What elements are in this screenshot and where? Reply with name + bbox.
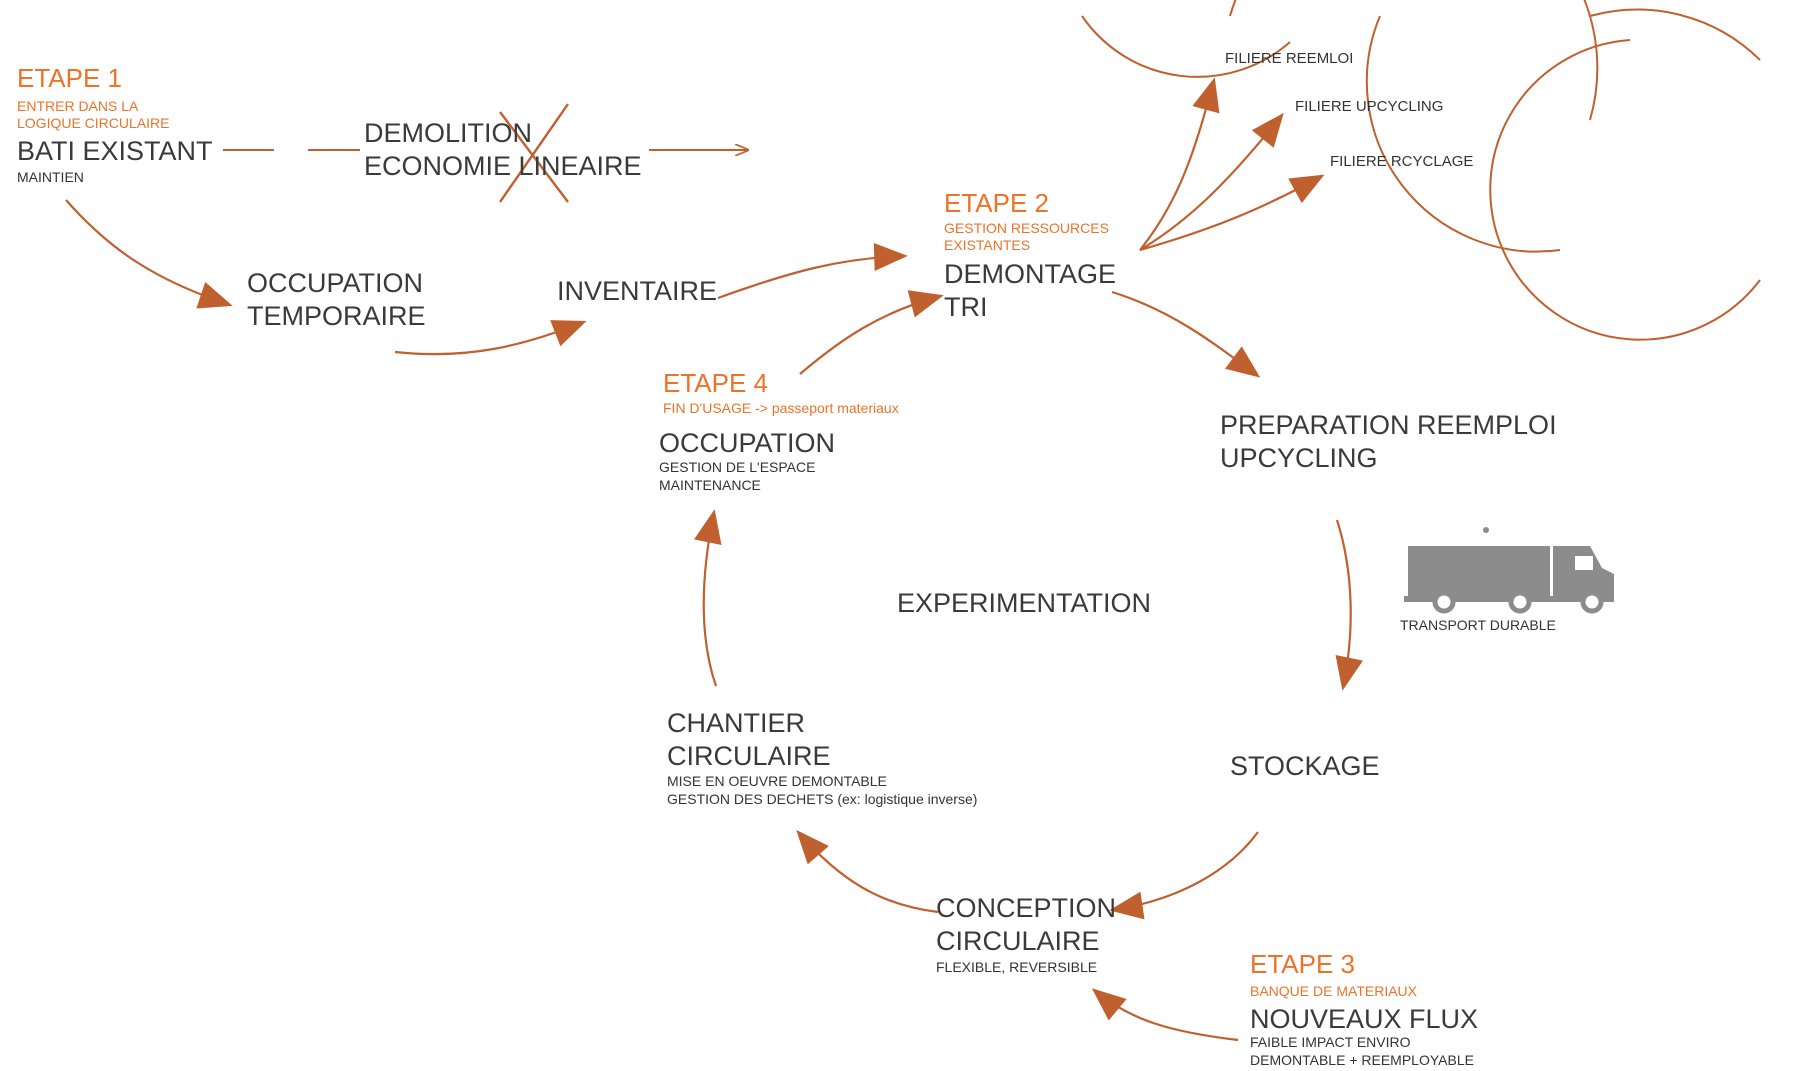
deco-circle-4 — [1489, 39, 1761, 341]
stockage-label: STOCKAGE — [1230, 751, 1380, 781]
arrow-demontage-to-upcycling — [1139, 112, 1284, 251]
cross-mark-icon — [499, 103, 569, 203]
occupation-temporaire-line1: OCCUPATION — [247, 268, 424, 298]
conception-line1: CONCEPTION — [936, 893, 1117, 923]
etape3-details: FAIBLE IMPACT ENVIRO DEMONTABLE + REEMPL… — [1250, 1033, 1474, 1069]
demolition-line2: ECONOMIE LINEAIRE — [364, 150, 642, 181]
truck-icon — [1404, 527, 1614, 614]
tri-line: TRI — [944, 291, 988, 322]
demontage-line: DEMONTAGE — [944, 259, 1117, 289]
arrow-etape4-to-demontage — [799, 290, 944, 375]
chantier-circulaire-label: CHANTIER CIRCULAIRE — [667, 707, 831, 773]
occupation-detail2: MAINTENANCE — [659, 477, 761, 494]
etape4-subtitle: FIN D'USAGE -> passeport materiaux — [663, 400, 899, 416]
conception-detail: FLEXIBLE, REVERSIBLE — [936, 959, 1098, 975]
preparation-line1: PREPARATION REEMPLOI — [1220, 410, 1557, 440]
etape2-title: ETAPE 2 — [944, 188, 1050, 218]
deco-circle-3 — [1365, 15, 1561, 253]
chantier-detail1: MISE EN OEUVRE DEMONTABLE — [667, 773, 887, 789]
filiere-upcycling-label: FILIERE UPCYCLING — [1295, 98, 1444, 115]
nouveaux-flux-label: NOUVEAUX FLUX — [1250, 1004, 1479, 1034]
maintien-label: MAINTIEN — [17, 169, 84, 185]
arrow-preparation-to-stockage — [1335, 519, 1363, 691]
preparation-line2: UPCYCLING — [1220, 442, 1378, 473]
etape3-title: ETAPE 3 — [1250, 949, 1356, 979]
arrow-stockage-to-conception — [1109, 831, 1259, 920]
preparation-label: PREPARATION REEMPLOI UPCYCLING — [1220, 409, 1557, 475]
etape2-subtitle-line2: EXISTANTES — [944, 237, 1031, 254]
occupation-temporaire-line2: TEMPORAIRE — [247, 300, 426, 331]
occupation-details: GESTION DE L'ESPACE MAINTENANCE — [659, 458, 815, 494]
filiere-recyclage-label: FILIERE RCYCLAGE — [1330, 153, 1474, 170]
experimentation-label: EXPERIMENTATION — [897, 588, 1152, 618]
arrow-demontage-to-recyclage — [1139, 174, 1325, 252]
etape3-detail1: FAIBLE IMPACT ENVIRO — [1250, 1034, 1411, 1050]
occupation-detail1: GESTION DE L'ESPACE — [659, 459, 816, 475]
chantier-details: MISE EN OEUVRE DEMONTABLE GESTION DES DE… — [667, 772, 977, 808]
arrow-conception-to-chantier — [796, 829, 939, 914]
arrow-inventaire-to-demontage — [717, 242, 908, 300]
etape1-subtitle: ENTRER DANS LA LOGIQUE CIRCULAIRE — [17, 98, 169, 132]
occupation-temporaire-label: OCCUPATION TEMPORAIRE — [247, 267, 426, 333]
etape1-subtitle-line1: ENTRER DANS LA — [17, 98, 139, 114]
arrow-occupation-to-inventaire — [394, 320, 587, 356]
deco-circle-2 — [1229, 0, 1599, 121]
arrow-chantier-to-occupation — [694, 509, 722, 687]
etape4-title: ETAPE 4 — [663, 368, 769, 398]
etape1-title: ETAPE 1 — [17, 63, 123, 93]
deco-circle-1 — [1081, 15, 1291, 78]
bati-existant-label: BATI EXISTANT — [17, 136, 213, 166]
chantier-line2: CIRCULAIRE — [667, 740, 831, 771]
etape3-subtitle: BANQUE DE MATERIAUX — [1250, 983, 1417, 999]
etape3-detail2: DEMONTABLE + REEMPLOYABLE — [1250, 1052, 1474, 1069]
etape2-subtitle-line1: GESTION RESSOURCES — [944, 220, 1109, 236]
chantier-line1: CHANTIER — [667, 708, 806, 738]
etape1-subtitle-line2: LOGIQUE CIRCULAIRE — [17, 115, 170, 132]
arrow-demontage-to-preparation — [1111, 290, 1261, 378]
arrow-demontage-to-reemploi — [1139, 77, 1220, 251]
conception-line2: CIRCULAIRE — [936, 925, 1100, 956]
etape2-subtitle: GESTION RESSOURCES EXISTANTES — [944, 220, 1109, 254]
transport-durable-label: TRANSPORT DURABLE — [1400, 617, 1556, 633]
conception-circulaire-label: CONCEPTION CIRCULAIRE — [936, 892, 1116, 958]
demolition-line1: DEMOLITION — [364, 118, 533, 148]
deco-circle-5 — [1589, 8, 1761, 61]
demolition-label: DEMOLITION ECONOMIE LINEAIRE — [364, 117, 642, 183]
occupation-label: OCCUPATION — [659, 428, 836, 458]
arrow-bati-to-occupation — [65, 199, 233, 309]
chantier-detail2: GESTION DES DECHETS (ex: logistique inve… — [667, 791, 978, 808]
demontage-tri-label: DEMONTAGE TRI — [944, 258, 1116, 324]
arrow-nouveauxflux-to-conception — [1091, 988, 1239, 1042]
filiere-reemploi-label: FILIERE REEMLOI — [1225, 50, 1354, 67]
inventaire-label: INVENTAIRE — [557, 276, 718, 306]
